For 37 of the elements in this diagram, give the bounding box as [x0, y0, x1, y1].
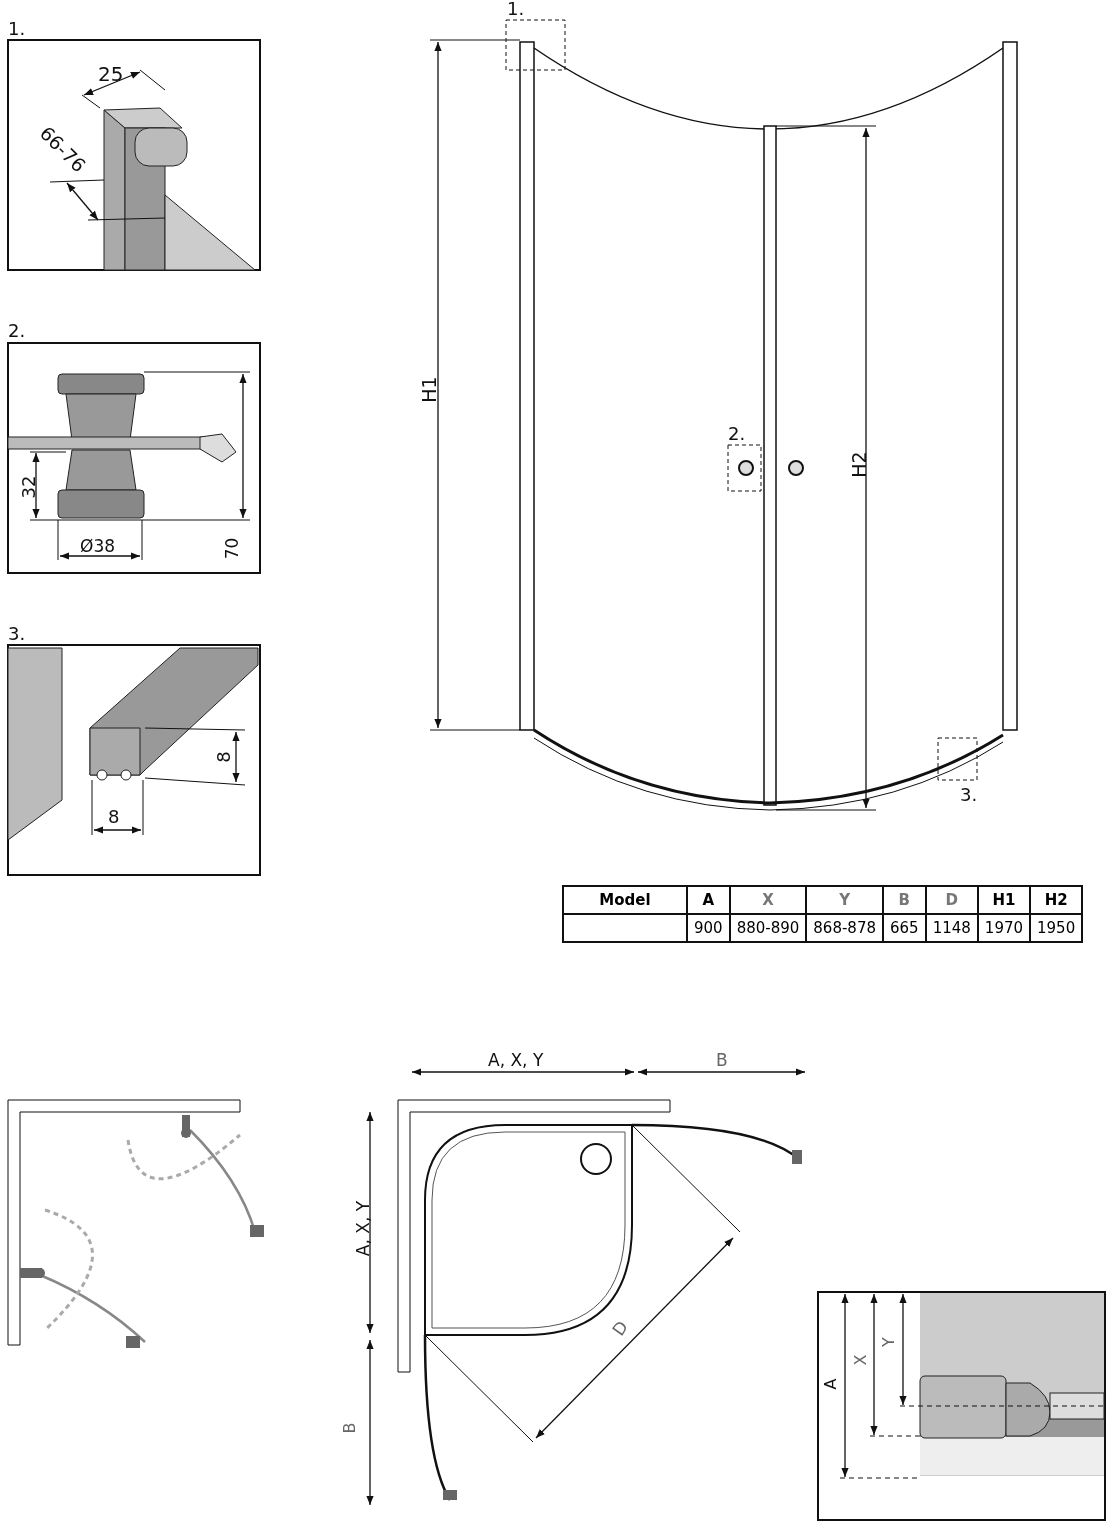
table-cell: 1950: [1030, 914, 1083, 942]
dimension-label: Ø38: [80, 538, 115, 555]
table-cell: 1148: [925, 914, 978, 942]
callout-number: 3.: [960, 786, 978, 804]
table-cell: X: [729, 886, 807, 914]
table-cell: H2: [1030, 886, 1083, 914]
dimension-label: D: [609, 1318, 632, 1339]
callout-number: 1.: [507, 0, 525, 18]
table-cell: Model: [563, 886, 687, 914]
callout-number: 3.: [8, 625, 26, 643]
dimension-label: H2: [849, 451, 869, 478]
callout-number: 2.: [728, 425, 746, 443]
table-cell: 868-878: [806, 914, 883, 942]
table-cell: 1970: [977, 914, 1031, 942]
dimension-label: 70: [224, 537, 242, 560]
dimension-label: X: [853, 1354, 870, 1366]
dimension-label: 8: [108, 808, 120, 826]
table-cell: Y: [806, 886, 883, 914]
dimension-label: 32: [20, 475, 39, 499]
callout-number: 1.: [8, 20, 26, 38]
table-cell: A: [687, 886, 730, 914]
dimension-label: A, X, Y: [355, 1200, 373, 1257]
table-cell: B: [883, 886, 926, 914]
dimension-label: B: [716, 1052, 728, 1069]
table-cell: D: [925, 886, 978, 914]
dimension-label: 8: [214, 751, 233, 763]
table-cell: H1: [977, 886, 1031, 914]
table-cell: 900: [687, 914, 730, 942]
table-cell: 665: [883, 914, 926, 942]
dimension-label: H1: [419, 376, 439, 403]
dimension-label: 25: [98, 64, 124, 84]
dimension-label: Y: [880, 1337, 897, 1347]
callout-number: 2.: [8, 322, 26, 340]
dimension-label: B: [342, 1422, 359, 1434]
dimension-label: A, X, Y: [488, 1052, 544, 1069]
table-cell: 880-890: [729, 914, 807, 942]
dimension-label: A: [823, 1378, 840, 1390]
